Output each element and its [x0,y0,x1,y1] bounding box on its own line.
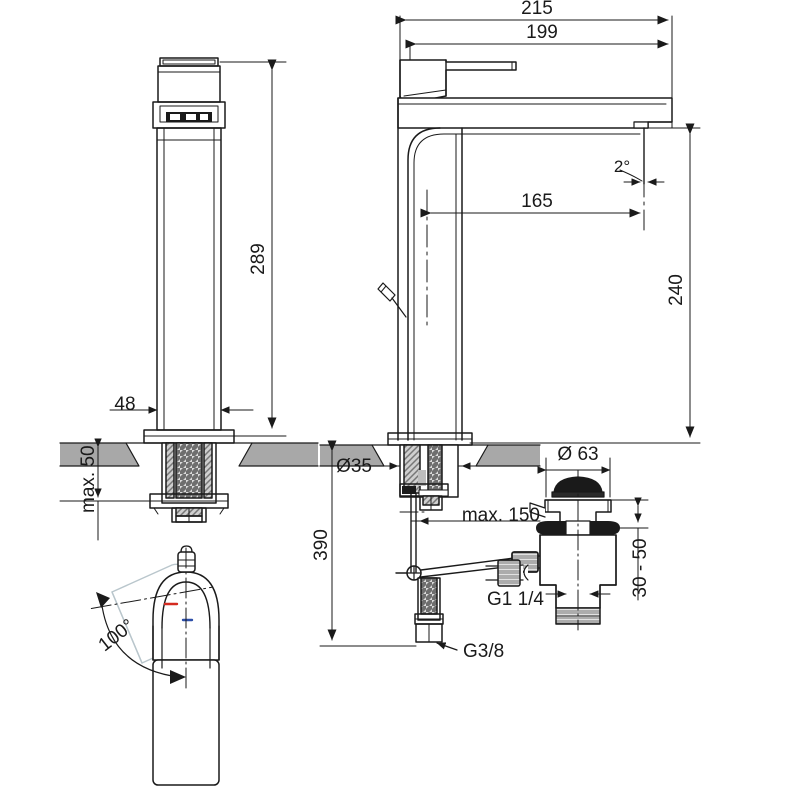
label-165: 165 [521,191,553,212]
label-199: 199 [526,22,558,43]
front-body-column [156,127,222,431]
dimension-outlet-angle-2deg [619,127,665,186]
dimension-height-289 [219,59,287,437]
side-rod-connector [399,483,449,511]
label-30-50: 30 - 50 [630,538,651,597]
side-spout-arm [397,97,673,129]
label-215: 215 [521,0,553,19]
front-countertop [59,442,319,467]
pop-up-waste-assembly-view [485,457,649,631]
waste-side-inlet [485,559,524,587]
waste-seal-ring [536,520,620,536]
side-aerator-pin [377,282,407,318]
dimension-labels: 215 199 165 2° 240 289 48 max. 50 100° Ø… [78,0,687,662]
side-supply-hose [414,577,444,643]
label-240: 240 [666,274,687,306]
front-base-flange [143,429,235,444]
dimension-spout-height-240 [469,123,701,444]
top-swivel-view [90,545,220,786]
side-base-flange [387,432,473,446]
waste-lower-body [523,534,617,625]
label-48: 48 [114,394,135,415]
dimension-swivel-100deg [96,592,186,684]
label-g38: G3/8 [463,641,504,662]
side-spout-inner-curve [407,127,641,441]
side-pull-rod [399,493,426,573]
leader-G38 [436,642,458,651]
label-390: 390 [311,529,332,561]
label-max150: max. 150 [462,505,540,526]
front-fixing-plate [149,493,229,523]
side-body-column [397,97,463,441]
label-289: 289 [248,243,269,275]
label-max50: max. 50 [78,445,99,513]
dimension-thickness-30-50 [610,497,649,601]
label-g114: G1 1/4 [487,589,544,610]
dimension-cap-63 [537,457,611,498]
front-elevation-view [59,57,319,541]
label-35: Ø35 [336,456,372,477]
label-2deg: 2° [614,157,630,176]
front-handle-cap [157,57,221,103]
front-mounting-shank [161,442,217,504]
swivel-indicator-marks [163,602,194,622]
side-lever-handle [399,59,517,106]
dimension-supply-390 [319,440,417,647]
dimension-counter-max50 [59,438,151,541]
label-63: Ø 63 [557,444,598,465]
front-lever-collar [152,101,226,129]
